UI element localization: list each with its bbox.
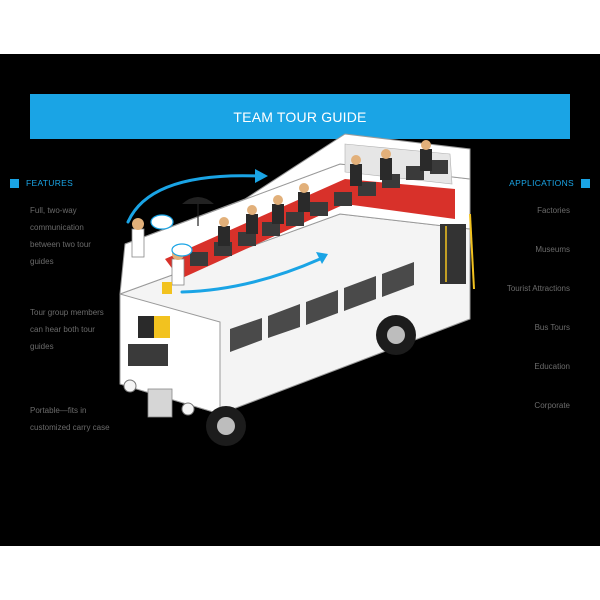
windscreen: [128, 344, 168, 366]
deck-interior: [165, 179, 455, 279]
passengers: [218, 140, 432, 246]
application-item-3: Tourist Attractions: [506, 284, 570, 293]
arrow-heads: [255, 169, 328, 264]
rear-door: [440, 224, 466, 284]
application-item-1: Factories: [537, 206, 570, 215]
speech-bubble-icon: [150, 214, 193, 257]
bus-illustration: [119, 133, 475, 446]
applications-heading: APPLICATIONS: [509, 178, 590, 188]
headlight: [123, 379, 137, 393]
headlight-2: [181, 402, 195, 416]
black-panel: TEAM TOUR GUIDE FEATURES Full, two-way c…: [0, 54, 600, 546]
feature-item-3: Portable—fits in customized carry case: [30, 406, 110, 432]
application-item-5: Education: [534, 362, 570, 371]
features-heading: FEATURES: [10, 178, 73, 188]
feature-item-2: Tour group members can hear both tour gu…: [30, 308, 104, 351]
features-heading-label: FEATURES: [26, 178, 74, 188]
lower-windows: [230, 262, 414, 352]
feature-item-1: Full, two-way communication between two …: [30, 206, 91, 266]
applications-square-icon: [581, 178, 590, 188]
transmission-arrow-icon: [126, 174, 322, 294]
title-banner: TEAM TOUR GUIDE: [30, 94, 570, 139]
application-item-4: Bus Tours: [534, 323, 570, 332]
radiator-grille: [147, 388, 173, 418]
umbrella-icon: [182, 197, 214, 226]
destination-sign-dark: [138, 316, 154, 338]
rear-handrail: [469, 213, 475, 290]
features-square-icon: [10, 178, 19, 188]
application-item-6: Corporate: [534, 401, 570, 410]
wheels: [206, 315, 416, 446]
page-title: TEAM TOUR GUIDE: [233, 108, 367, 125]
applications-heading-label: APPLICATIONS: [509, 178, 574, 188]
application-item-2: Museums: [535, 245, 570, 254]
